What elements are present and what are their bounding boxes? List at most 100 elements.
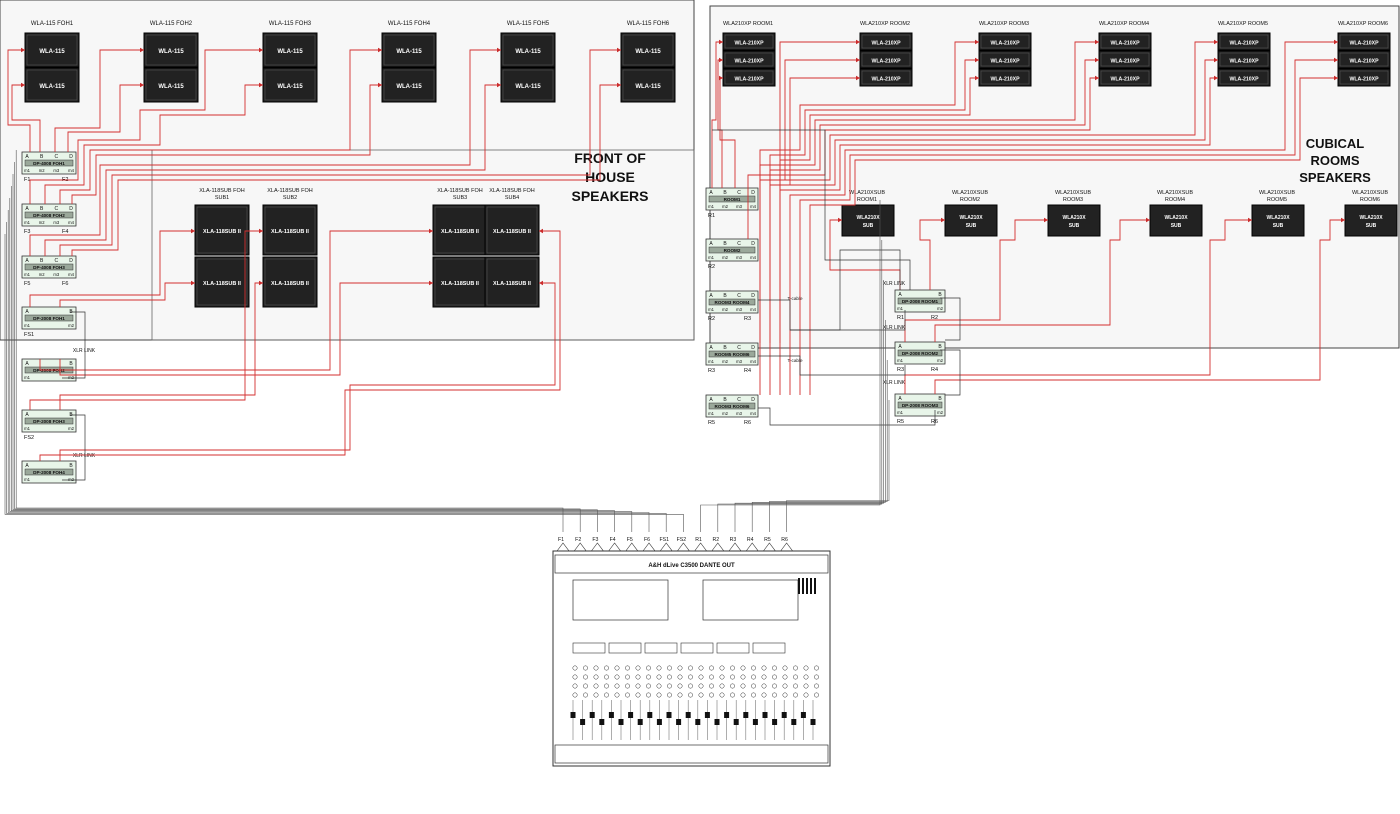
console-meter	[798, 578, 800, 594]
room-sub-title: ROOM1	[857, 197, 877, 203]
console-fader-cap	[762, 712, 768, 718]
console-knob	[793, 683, 798, 689]
console-knob	[814, 674, 819, 680]
room-speaker-cable	[759, 41, 1099, 343]
console-knob	[614, 665, 620, 671]
room-sub-amp-label: DP-2008 ROOM3	[902, 403, 939, 408]
amp-label-strip	[24, 211, 74, 219]
cab-grille	[383, 69, 435, 101]
console-knob	[614, 674, 620, 680]
room-cab	[722, 68, 776, 87]
foh-speaker-cable	[7, 49, 31, 152]
console-knob	[583, 683, 588, 689]
console-knob	[625, 674, 630, 680]
room-section-title: CUBICAL	[1306, 136, 1365, 151]
foh-cab-top-label: WLA-115	[515, 49, 541, 55]
amp-port-label: B	[69, 361, 73, 367]
amp-out-label: m4	[750, 204, 756, 209]
console-output-label: F3	[592, 537, 598, 543]
amp-port-label: A	[709, 397, 713, 403]
foh-sub-cab-top	[262, 204, 318, 256]
dante-bus-line	[6, 222, 667, 532]
console-scribble-strip	[752, 642, 786, 654]
amp-out-label: m3	[736, 359, 742, 364]
room-sub-title: WLA210XSUB	[952, 190, 988, 196]
amp-port-label: B	[723, 241, 727, 247]
foh-amp-label: DP-4008 FOH2	[33, 213, 65, 218]
console-knob	[572, 692, 578, 698]
amp-channel-id: R2	[708, 316, 715, 322]
console-output-label: R6	[781, 537, 788, 543]
amp-port-label: C	[55, 206, 59, 212]
console-knob	[803, 674, 809, 680]
console-knob	[625, 683, 630, 689]
room-amp-label: ROOM5 ROOM6	[715, 352, 750, 357]
console-knob	[751, 692, 756, 698]
console-fader-cap	[810, 719, 816, 725]
amp-out-label: m3	[736, 204, 742, 209]
cab-grille	[1219, 34, 1269, 49]
xlr-link-label: XLR LINK	[73, 453, 96, 459]
amp-channel-id: R5	[708, 420, 715, 426]
console-fader-cap	[743, 712, 749, 718]
amp-out-label: m2	[68, 323, 74, 328]
room-cab-label: WLA-210XP	[1349, 59, 1379, 65]
console-output-label: F2	[575, 537, 581, 543]
console-knob	[719, 674, 725, 680]
console-output-connector	[573, 542, 587, 552]
console-knob	[656, 665, 662, 671]
room-sub-cab-label: SUB	[1366, 223, 1377, 229]
room-cab	[859, 50, 913, 69]
dante-bus-line	[12, 174, 598, 532]
console-knob	[677, 665, 683, 671]
foh-sub-cab-bottom	[262, 256, 318, 308]
foh-sub-cab-top-label: XLA-118SUB II	[493, 229, 531, 235]
console-fader-cap	[570, 712, 576, 718]
dante-bus-line	[15, 150, 564, 532]
cab-grille	[264, 69, 316, 101]
console-knob	[688, 665, 693, 671]
amp-port-label: B	[938, 344, 942, 350]
amp-channel-id: FS1	[24, 332, 34, 338]
foh-cab-bottom	[500, 67, 556, 103]
foh-cab-top-label: WLA-115	[277, 49, 303, 55]
console-knob	[772, 692, 777, 698]
foh-cab-top	[500, 32, 556, 68]
room-cab	[978, 32, 1032, 51]
amp-label-strip	[24, 263, 74, 271]
console-knob	[793, 665, 798, 671]
room-cab	[1217, 68, 1271, 87]
console-title-strip	[554, 554, 829, 574]
console-armrest	[554, 744, 829, 764]
foh-speaker-cable	[67, 84, 144, 152]
amp-port-label: B	[40, 258, 44, 264]
cab-grille	[1100, 34, 1150, 49]
cab-grille	[26, 69, 78, 101]
console-output-label: FS2	[677, 537, 687, 543]
console-knob	[572, 674, 578, 680]
amp-label-strip	[708, 298, 756, 306]
amp-port-label: B	[723, 190, 727, 196]
room-cab	[859, 68, 913, 87]
foh-speaker-cable	[59, 282, 195, 307]
console-output-label: R3	[730, 537, 737, 543]
amp-port-label: A	[709, 190, 713, 196]
amp-out-label: m2	[722, 359, 728, 364]
console-knob	[614, 683, 620, 689]
room-sub-cab	[1251, 204, 1305, 237]
amp-port-label: D	[751, 345, 755, 351]
room-sub-cab-label: SUB	[1171, 223, 1182, 229]
console-knob	[751, 665, 756, 671]
room-cab-label: WLA-210XP	[1229, 77, 1259, 83]
console-knob	[709, 692, 714, 698]
t-cable-label: T-cable	[787, 296, 803, 301]
t-cable-label: T-cable	[787, 358, 803, 363]
foh-cab-bottom	[143, 67, 199, 103]
room-sub-title: ROOM3	[1063, 197, 1083, 203]
room-section-title: ROOMS	[1310, 153, 1359, 168]
console-scribble-strip	[572, 642, 606, 654]
console-knob	[593, 683, 599, 689]
foh-sub-cab-bottom-label: XLA-118SUB II	[493, 281, 531, 287]
dante-bus-line	[751, 320, 886, 532]
console-fader-cap	[791, 719, 797, 725]
